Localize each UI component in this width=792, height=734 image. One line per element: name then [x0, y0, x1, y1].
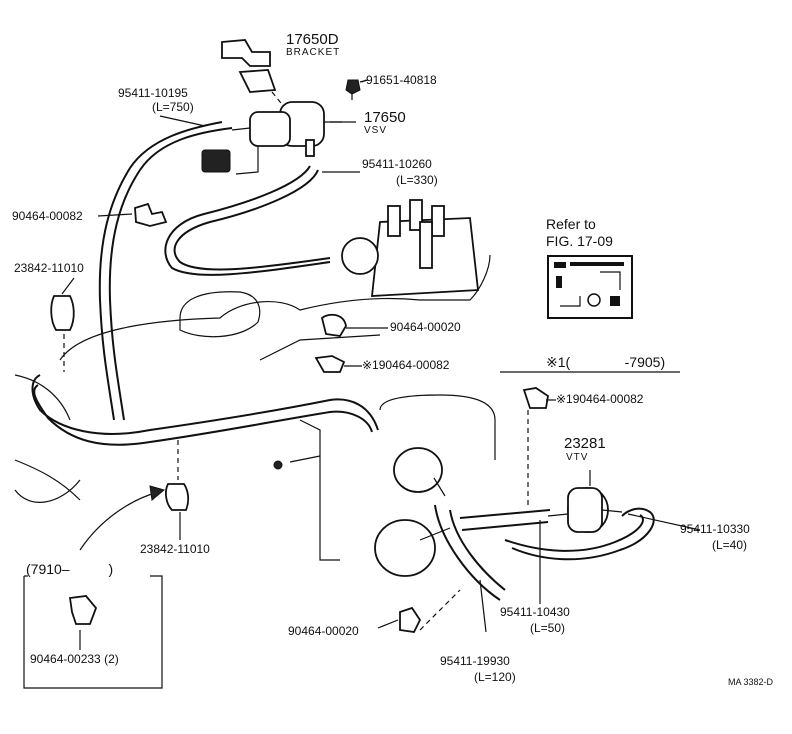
bracket-name: BRACKET	[286, 47, 341, 58]
vsv-name: VSV	[364, 125, 388, 136]
clamp-mark1-part-number: ※190464-00082	[362, 358, 450, 372]
clamp-top-part-number: 90464-00082	[12, 209, 83, 223]
clamps	[50, 202, 549, 633]
inset-box	[23, 575, 163, 689]
vsv-17650	[201, 101, 342, 175]
clamp-mark2-part-number: ※190464-00082	[556, 392, 644, 406]
diaphragm-upper	[273, 447, 446, 497]
hose-120-length: (L=120)	[474, 670, 516, 684]
hose-120-part-number: 95411-19930	[440, 654, 510, 668]
hose-330-length: (L=330)	[396, 173, 438, 187]
refer-line-1: Refer to	[546, 216, 596, 232]
vtv-part-number: 23281	[564, 435, 606, 452]
inset-arrow	[79, 485, 166, 551]
bolt-91651	[345, 79, 369, 100]
vsv-part-number: 17650	[364, 109, 406, 126]
bracket-part-number: 17650D	[286, 31, 339, 48]
hose-40-part-number: 95411-10330	[680, 522, 750, 536]
clamp-bottom-part-number: 90464-00020	[288, 624, 359, 638]
engine-outline	[14, 254, 496, 561]
cushion-top-part-number: 23842-11010	[14, 261, 84, 275]
cushion-bottom-part-number: 23842-11010	[140, 542, 210, 556]
hose-50-part-number: 95411-10430	[500, 605, 570, 619]
vtv-23281	[547, 487, 623, 533]
refer-thumbnail	[547, 255, 633, 319]
clamp-mid-part-number: 90464-00020	[390, 320, 461, 334]
bracket-17650D	[221, 39, 286, 109]
leader-lines	[61, 79, 701, 633]
hose-50-length: (L=50)	[530, 621, 566, 635]
leader-dashes	[63, 334, 529, 631]
bolt-part-number: 91651-40818	[366, 73, 437, 87]
mark-note: ※1( -7905)	[546, 354, 666, 370]
hose-750-part-number: 95411-10195	[118, 86, 188, 100]
clip-inset-part-number: 90464-00233 (2)	[30, 652, 119, 666]
hoses	[31, 121, 655, 601]
refer-line-2: FIG. 17-09	[546, 233, 613, 249]
vtv-name: VTV	[566, 452, 589, 463]
figure-code: MA 3382-D	[728, 677, 774, 687]
date-note: (7910– )	[26, 561, 114, 577]
distributor	[341, 199, 479, 297]
diaphragm-lower	[374, 519, 451, 577]
hose-40-length: (L=40)	[712, 538, 748, 552]
hose-330-part-number: 95411-10260	[362, 157, 432, 171]
hose-750-length: (L=750)	[152, 100, 194, 114]
